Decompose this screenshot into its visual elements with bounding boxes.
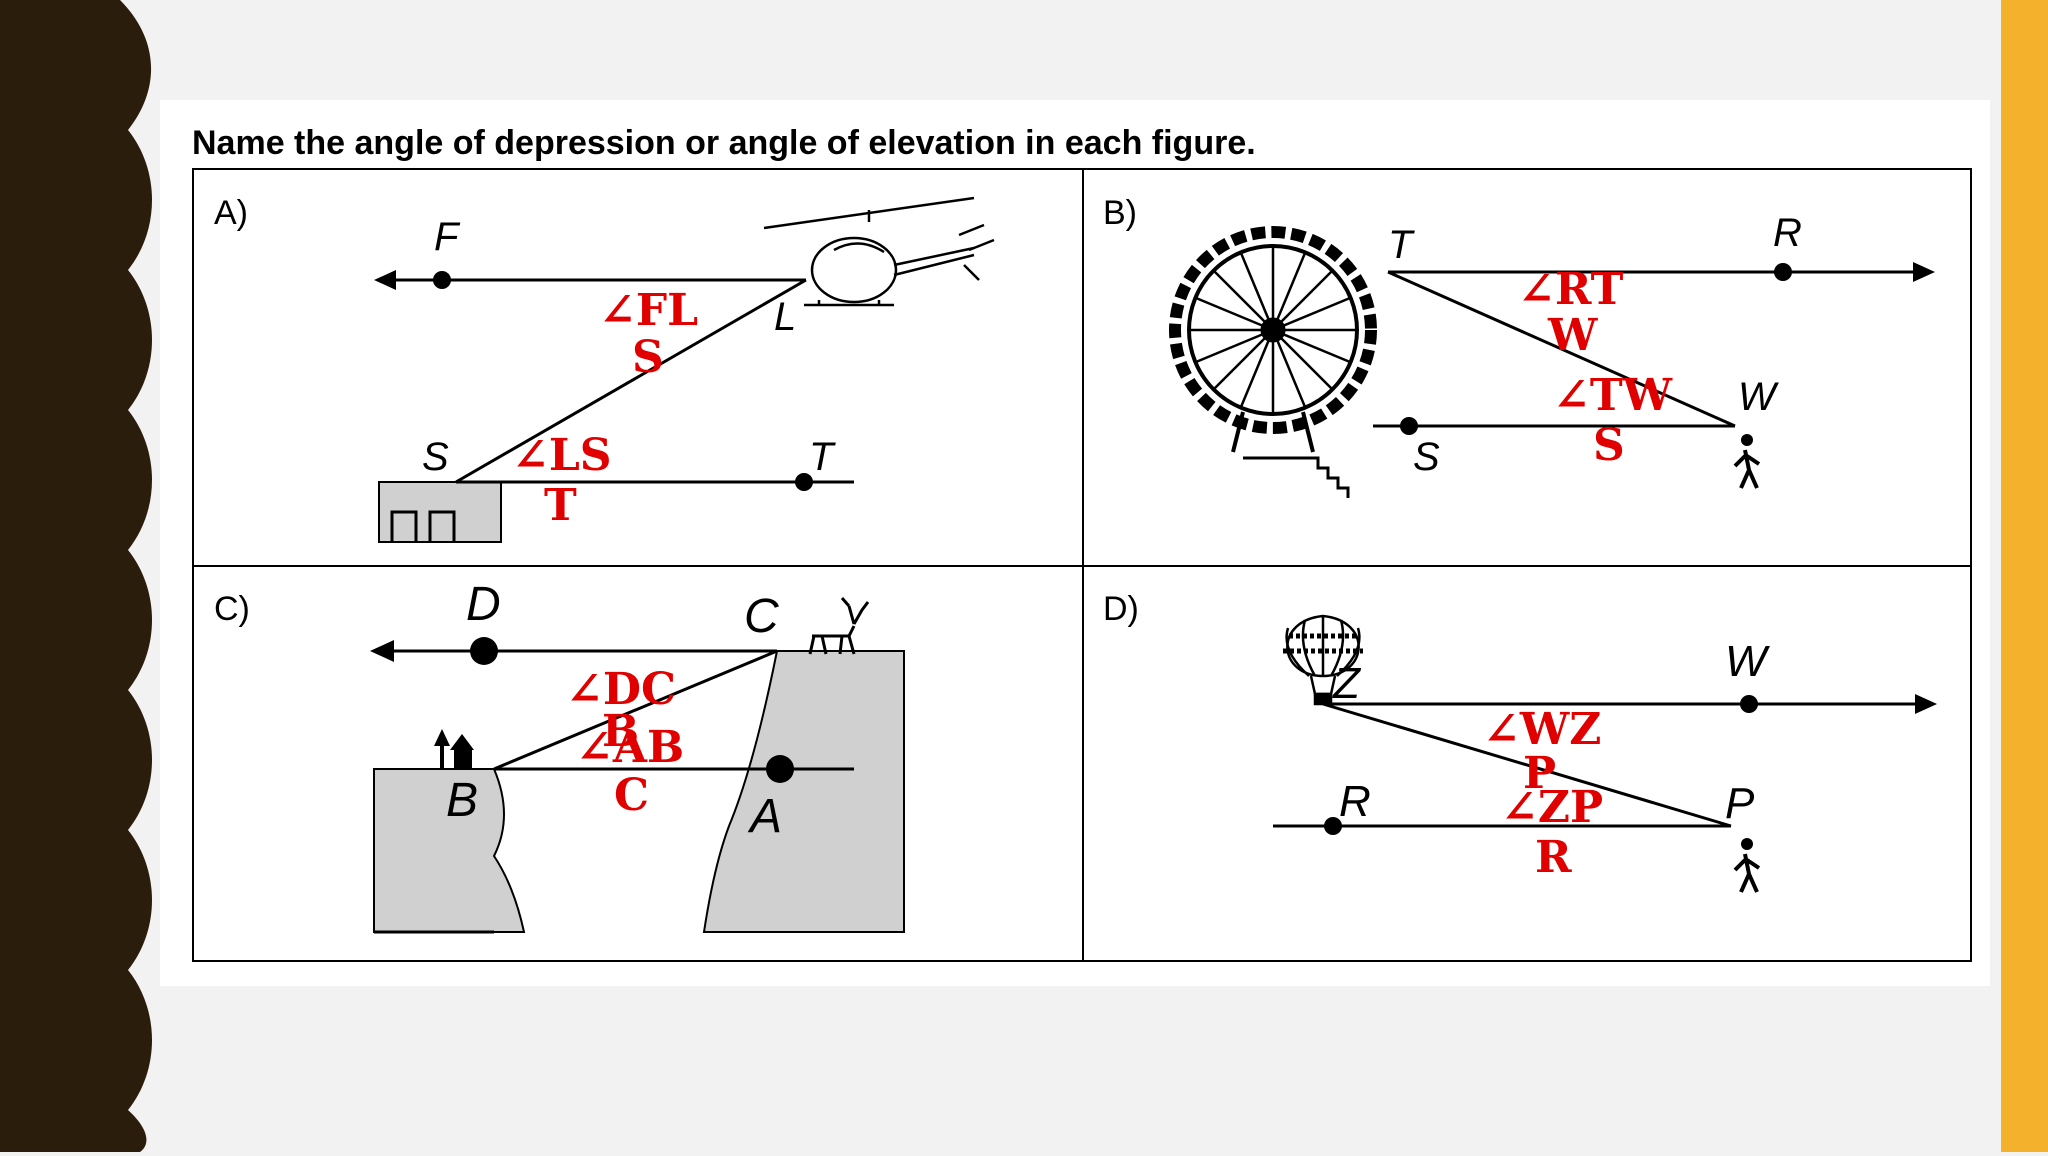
arrow-left-icon [370, 640, 394, 662]
answer-c-2-line1: ∠AB [576, 722, 684, 773]
point-r-dot [1324, 817, 1342, 835]
point-s-label: S [422, 435, 449, 479]
answer-d-2-line2: R [1535, 832, 1572, 883]
deer-icon [808, 597, 870, 655]
point-t-dot [795, 473, 813, 491]
answer-d-1-line2: P [1523, 748, 1556, 799]
panel-b: B) [1083, 170, 1972, 566]
panel-d-label: D) [1103, 590, 1139, 628]
house-tree-icon [434, 729, 474, 768]
point-w-dot [1740, 695, 1758, 713]
answer-d-1-line1: ∠WZ [1483, 704, 1601, 755]
point-d-label: D [466, 578, 501, 631]
person-icon [1733, 434, 1761, 489]
answer-a-1-line2: S [632, 332, 664, 383]
line-zp [1322, 702, 1732, 828]
answer-c-1-line2: B [602, 706, 639, 757]
point-f-dot [433, 271, 451, 289]
arrow-right-icon [1915, 694, 1937, 714]
point-w-label: W [1738, 375, 1779, 419]
answer-b-1-line2: W [1547, 310, 1598, 361]
panel-d-lines [1273, 694, 1937, 828]
cliff-figure [373, 650, 905, 934]
point-a-label: A [747, 790, 782, 843]
panel-a-label: A) [214, 194, 248, 232]
grid-divider-horizontal [194, 565, 1970, 567]
line-sl [455, 278, 807, 484]
panel-c: C) [194, 566, 1083, 962]
helicopter-figure [763, 196, 995, 307]
point-f-label: F [434, 215, 461, 259]
panel-b-lines [1373, 262, 1935, 428]
point-t-label: T [1388, 223, 1415, 267]
ferris-wheel-figure [1169, 226, 1377, 498]
answer-c-1-line1: ∠DC [566, 664, 676, 715]
point-s-label: S [1413, 435, 1440, 479]
point-s-dot [1400, 417, 1418, 435]
point-c-label: C [744, 590, 779, 643]
building-figure [378, 481, 502, 543]
point-p-label: P [1725, 779, 1755, 828]
line-tw [1387, 270, 1736, 428]
person-icon [1733, 838, 1761, 893]
answer-b-1-line1: ∠RT [1518, 264, 1624, 315]
slide-content-card: Name the angle of depression or angle of… [160, 100, 1990, 986]
panel-d: D) [1083, 566, 1972, 962]
point-l-label: L [774, 295, 796, 339]
point-a-dot [766, 755, 794, 783]
right-accent-band [2001, 0, 2048, 1152]
slide-heading: Name the angle of depression or angle of… [192, 124, 1256, 162]
point-r-label: R [1773, 211, 1802, 255]
point-b-label: B [446, 774, 478, 827]
answer-a-2-line2: T [544, 480, 577, 531]
point-z-label: Z [1332, 659, 1362, 708]
answer-d-2-line1: ∠ZP [1501, 782, 1603, 833]
line-bc [493, 649, 778, 771]
answer-b-2-line1: ∠TW [1553, 370, 1673, 421]
wavy-left-band [0, 0, 160, 1152]
arrow-left-icon [374, 270, 396, 290]
answer-a-2-line1: ∠LS [512, 430, 612, 481]
panel-a: A) [194, 170, 1083, 566]
point-d-dot [470, 637, 498, 665]
answer-b-2-line2: S [1593, 420, 1625, 471]
answer-c-2-line2: C [614, 770, 649, 821]
answer-a-1-line1: ∠FL [599, 285, 698, 336]
panel-b-label: B) [1103, 194, 1137, 232]
hot-air-balloon-figure [1283, 614, 1363, 706]
panel-a-lines [374, 270, 854, 484]
point-w-label: W [1725, 637, 1770, 686]
point-r-label: R [1339, 777, 1371, 826]
figures-grid: A) [192, 168, 1972, 962]
point-t-label: T [809, 435, 836, 479]
arrow-right-icon [1913, 262, 1935, 282]
panel-c-label: C) [214, 590, 250, 628]
point-r-dot [1774, 263, 1792, 281]
